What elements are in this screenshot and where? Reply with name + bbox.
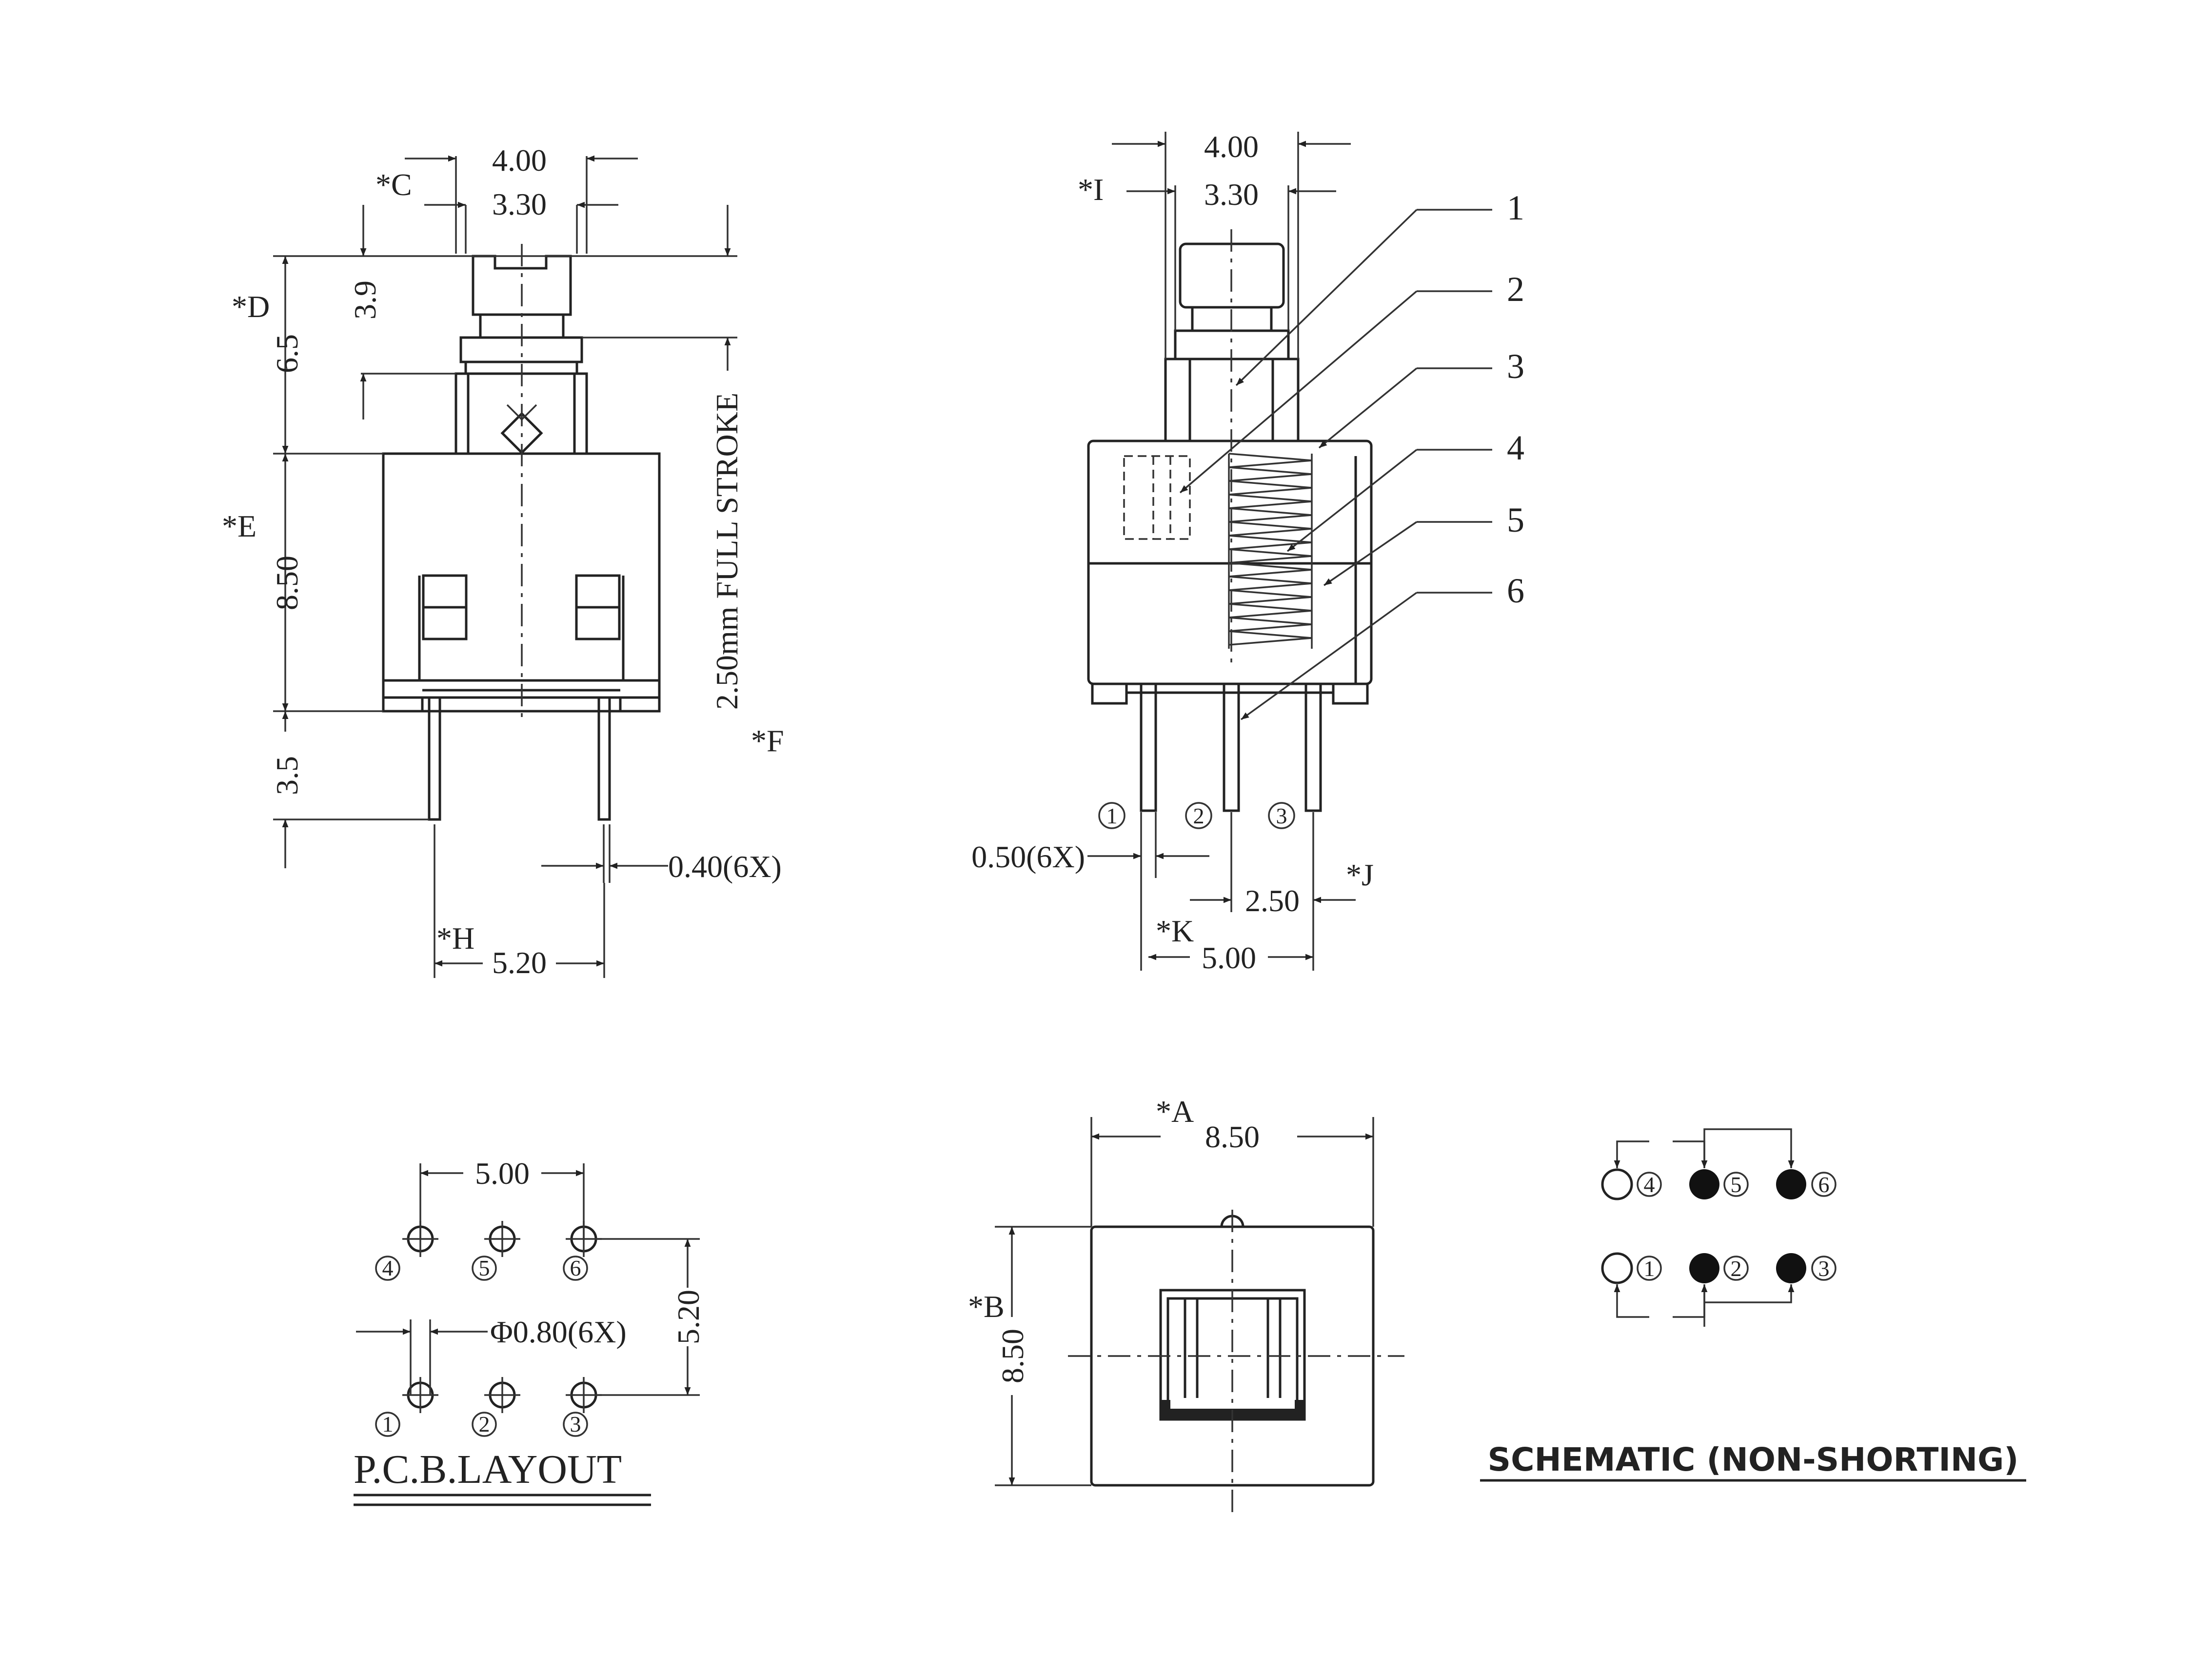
front-dim-3.30: 3.30	[1204, 177, 1259, 212]
svg-text:3: 3	[1276, 803, 1287, 828]
pcb-hole-1	[402, 1377, 438, 1413]
pcb-num-3: 3	[570, 1412, 581, 1437]
svg-text:2: 2	[1731, 1256, 1742, 1281]
side-label-f: *F	[751, 723, 784, 758]
front-pin-1: 1	[1098, 802, 1126, 829]
front-label-k: *K	[1156, 914, 1194, 948]
side-dim-0.40: 0.40(6X)	[668, 849, 782, 884]
pcb-num-4: 4	[382, 1256, 394, 1280]
pcb-hole-dia: Φ0.80(6X)	[490, 1315, 627, 1349]
side-dim-full-stroke: 2.50mm FULL STROKE	[710, 393, 744, 710]
side-dim-6.5: 6.5	[270, 334, 304, 373]
side-dim-3.5: 3.5	[270, 756, 304, 795]
schem-contact-4: 4	[1601, 1168, 1662, 1200]
pcb-hole-3	[566, 1377, 602, 1413]
schem-contact-2: 2	[1689, 1253, 1749, 1283]
pcb-layout-title: P.C.B.LAYOUT	[354, 1447, 622, 1492]
callout-3: 3	[1318, 347, 1524, 449]
schem-contact-6: 6	[1776, 1169, 1837, 1199]
schem-contact-3: 3	[1776, 1253, 1837, 1283]
svg-text:1: 1	[1106, 803, 1118, 828]
svg-text:2: 2	[1193, 803, 1205, 828]
svg-text:4: 4	[1644, 1172, 1655, 1197]
schem-contact-1: 1	[1601, 1252, 1662, 1284]
side-dim-3.30: 3.30	[492, 187, 547, 221]
top-label-a: *A	[1156, 1094, 1194, 1129]
side-label-c: *C	[375, 167, 412, 202]
svg-text:1: 1	[1644, 1256, 1655, 1281]
pcb-num-1: 1	[382, 1412, 394, 1437]
front-pin-3: 3	[1268, 802, 1295, 829]
side-dim-5.20: 5.20	[492, 945, 547, 980]
pcb-num-2: 2	[479, 1412, 490, 1437]
front-view: 1 2 3 4.00 3.30 *I 1 2	[971, 129, 1524, 975]
pcb-hole-4	[402, 1221, 438, 1257]
front-dim-2.50: 2.50	[1245, 883, 1300, 918]
svg-text:6: 6	[1818, 1172, 1830, 1197]
pcb-num-6: 6	[570, 1256, 581, 1280]
top-dim-width: 8.50	[1205, 1119, 1260, 1154]
side-label-e: *E	[222, 509, 257, 543]
svg-text:6: 6	[1507, 571, 1524, 610]
callout-1: 1	[1235, 188, 1524, 386]
top-label-b: *B	[968, 1289, 1005, 1324]
pcb-hole-6	[566, 1221, 602, 1257]
top-dim-height: 8.50	[995, 1329, 1030, 1383]
svg-text:2: 2	[1507, 270, 1524, 309]
pcb-layout: 5.00 4 5 6	[354, 1156, 706, 1506]
callout-4: 4	[1286, 428, 1524, 552]
front-pin-2: 2	[1185, 802, 1212, 829]
callout-2: 2	[1179, 270, 1524, 494]
front-dim-0.50: 0.50(6X)	[971, 839, 1085, 874]
side-label-d: *D	[232, 289, 270, 324]
svg-text:5: 5	[1731, 1172, 1742, 1197]
callout-5: 5	[1323, 500, 1524, 586]
pcb-num-5: 5	[479, 1256, 490, 1280]
pcb-dim-5.00: 5.00	[475, 1156, 530, 1191]
side-label-h: *H	[436, 921, 474, 956]
svg-text:3: 3	[1818, 1256, 1830, 1281]
top-view: 8.50 *A 8.50 *B	[968, 1094, 1404, 1512]
svg-text:1: 1	[1507, 188, 1524, 227]
callout-6: 6	[1240, 571, 1524, 720]
front-dim-5.00: 5.00	[1202, 940, 1256, 975]
side-dim-8.50: 8.50	[270, 556, 304, 610]
schematic: 4 5 6 1 2 3 SCHEMATIC (NON-SHORTING	[1480, 1128, 2026, 1482]
svg-text:4: 4	[1507, 428, 1524, 467]
pcb-dim-5.20: 5.20	[671, 1290, 706, 1344]
svg-text:3: 3	[1507, 347, 1524, 386]
side-view: 4.00 3.30 *C 3.9 6.5 *D 8.50 *E 3.5 2.50…	[222, 143, 784, 980]
front-label-j: *J	[1346, 858, 1374, 892]
side-dim-4.00: 4.00	[492, 143, 547, 178]
svg-text:5: 5	[1507, 500, 1524, 539]
schematic-title: SCHEMATIC (NON-SHORTING)	[1488, 1441, 2019, 1478]
front-dim-4.00: 4.00	[1204, 129, 1259, 164]
side-dim-3.9: 3.9	[348, 280, 382, 319]
pcb-hole-5	[484, 1221, 520, 1257]
pcb-hole-2	[484, 1377, 520, 1413]
schem-contact-5: 5	[1689, 1169, 1749, 1199]
front-label-i: *I	[1078, 172, 1104, 207]
